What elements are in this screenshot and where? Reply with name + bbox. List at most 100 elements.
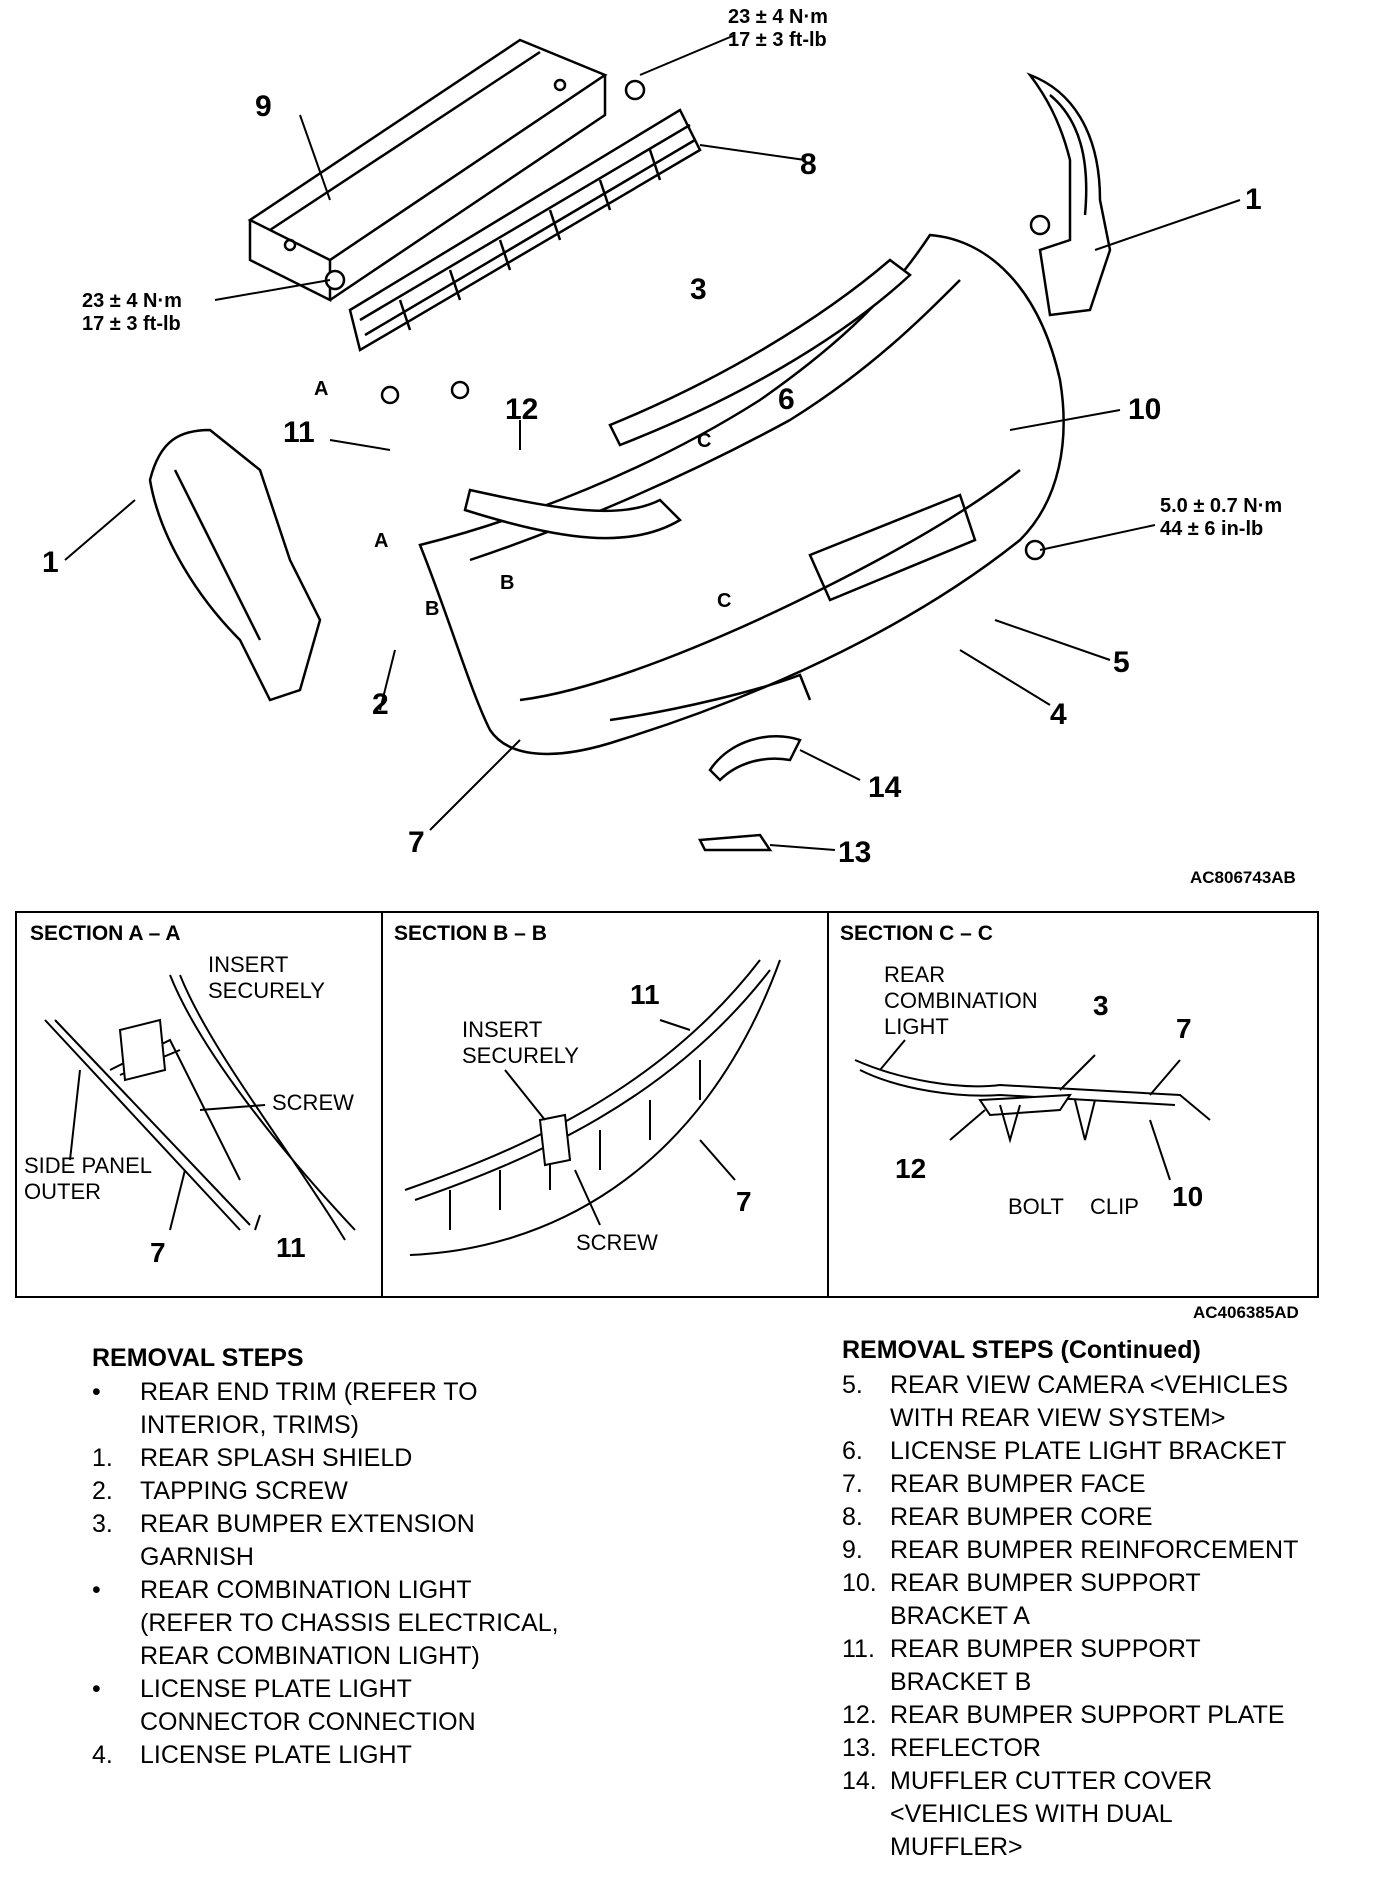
callout-13: 13: [838, 836, 872, 869]
callout-14: 14: [868, 771, 902, 804]
step-marker: 7.: [842, 1470, 863, 1498]
section-marker-a-bottom: A: [374, 530, 389, 552]
step-text: REFLECTOR: [890, 1734, 1041, 1762]
section-b-screw-label: SCREW: [576, 1230, 658, 1255]
step-text-cont: BRACKET B: [890, 1668, 1032, 1696]
section-marker-b-top: B: [500, 572, 515, 594]
figure-code-sections: AC406385AD: [1193, 1303, 1299, 1322]
section-c-callout-3: 3: [1093, 990, 1109, 1021]
section-c-rear-light-label: REAR COMBINATION LIGHT: [884, 962, 1038, 1040]
step-text: REAR BUMPER SUPPORT: [890, 1569, 1201, 1597]
callout-11: 11: [283, 416, 315, 449]
step-text: TAPPING SCREW: [140, 1477, 348, 1505]
section-marker-a-top: A: [314, 378, 329, 400]
step-text-cont: GARNISH: [140, 1543, 254, 1571]
section-a-insert-line-2: SECURELY: [208, 978, 325, 1003]
step-text: REAR BUMPER EXTENSION: [140, 1510, 475, 1538]
callout-2: 2: [372, 688, 389, 721]
right-splash-shield-drawing: [1026, 72, 1112, 317]
section-a-side-panel-label: SIDE PANEL OUTER: [24, 1153, 152, 1205]
section-c-callout-7: 7: [1176, 1013, 1192, 1044]
section-b-title: SECTION B – B: [394, 922, 547, 945]
muffler-cutter-cover-drawing: [708, 735, 802, 782]
step-marker: 1.: [92, 1444, 113, 1472]
torque-right: 5.0 ± 0.7 N·m 44 ± 6 in-lb: [1160, 495, 1282, 541]
step-text-cont: <VEHICLES WITH DUAL: [890, 1800, 1173, 1828]
section-b-insert-line-2: SECURELY: [462, 1043, 579, 1068]
step-text-cont: BRACKET A: [890, 1602, 1030, 1630]
section-c-rear-line-1: REAR: [884, 962, 946, 987]
torque-top-metric: 23 ± 4 N·m: [728, 6, 828, 28]
section-marker-b-bottom: B: [425, 598, 440, 620]
step-9: 9.REAR BUMPER REINFORCEMENT: [842, 1534, 1298, 1567]
callout-6: 6: [778, 383, 795, 416]
torque-left-metric: 23 ± 4 N·m: [82, 290, 182, 312]
step-marker: •: [92, 1675, 101, 1703]
step-text: LICENSE PLATE LIGHT BRACKET: [890, 1437, 1287, 1465]
step-text: MUFFLER CUTTER COVER: [890, 1767, 1213, 1795]
callout-7: 7: [408, 826, 425, 859]
step-marker: 8.: [842, 1503, 863, 1531]
step-marker: 6.: [842, 1437, 863, 1465]
step-text-cont: REAR COMBINATION LIGHT): [140, 1642, 480, 1670]
step-6: 6. LICENSE PLATE LIGHT BRACKET: [842, 1435, 1298, 1468]
step-license-plate-connector: • LICENSE PLATE LIGHT CONNECTOR CONNECTION: [92, 1673, 559, 1739]
section-a-art: [44, 974, 356, 1241]
section-c-callout-12: 12: [895, 1153, 927, 1184]
torque-right-metric: 5.0 ± 0.7 N·m: [1160, 495, 1283, 517]
step-13: 13. REFLECTOR: [842, 1732, 1298, 1765]
step-text-cont: CONNECTOR CONNECTION: [140, 1708, 476, 1736]
step-text: REAR SPLASH SHIELD: [140, 1444, 413, 1472]
section-a-title: SECTION A – A: [30, 922, 181, 945]
callout-1-left: 1: [42, 546, 59, 579]
step-text: LICENSE PLATE LIGHT: [140, 1675, 412, 1703]
step-text-cont: MUFFLER>: [890, 1833, 1023, 1861]
section-marker-c-bottom: C: [717, 590, 732, 612]
callout-5: 5: [1113, 646, 1130, 679]
section-a-callout-7: 7: [150, 1237, 166, 1268]
rear-bumper-core-drawing: [348, 108, 702, 352]
step-text: REAR BUMPER CORE: [890, 1503, 1153, 1531]
callout-12: 12: [505, 393, 539, 426]
step-marker: 13.: [842, 1734, 877, 1762]
torque-top-imperial: 17 ± 3 ft-lb: [728, 29, 827, 51]
step-2: 2. TAPPING SCREW: [92, 1475, 559, 1508]
step-10: 10. REAR BUMPER SUPPORT BRACKET A: [842, 1567, 1298, 1633]
section-c-bolt-label: BOLT: [1008, 1194, 1064, 1219]
step-marker: •: [92, 1576, 101, 1604]
step-text-cont: WITH REAR VIEW SYSTEM>: [890, 1404, 1226, 1432]
section-marker-c-top: C: [697, 430, 712, 452]
torque-top: 23 ± 4 N·m 17 ± 3 ft-lb: [728, 6, 828, 52]
leader-lines: [64, 34, 1241, 851]
step-text: REAR VIEW CAMERA <VEHICLES: [890, 1371, 1289, 1399]
torque-left: 23 ± 4 N·m 17 ± 3 ft-lb: [82, 290, 182, 336]
section-b-callout-7: 7: [736, 1186, 752, 1217]
removal-steps-continued-title: REMOVAL STEPS (Continued): [842, 1336, 1201, 1364]
callout-3: 3: [690, 273, 707, 306]
step-marker: 10.: [842, 1569, 877, 1597]
step-marker: 2.: [92, 1477, 113, 1505]
step-marker: 4.: [92, 1741, 113, 1769]
step-text-cont: INTERIOR, TRIMS): [140, 1411, 359, 1439]
step-1: 1. REAR SPLASH SHIELD: [92, 1442, 559, 1475]
figure-code-top: AC806743AB: [1190, 868, 1296, 887]
step-marker: 12.: [842, 1701, 877, 1729]
step-text: REAR BUMPER SUPPORT PLATE: [890, 1701, 1285, 1729]
step-text-cont: (REFER TO CHASSIS ELECTRICAL,: [140, 1609, 559, 1637]
step-4: 4.LICENSE PLATE LIGHT: [92, 1739, 559, 1772]
callout-4: 4: [1050, 698, 1067, 731]
step-text: REAR COMBINATION LIGHT: [140, 1576, 472, 1604]
removal-steps-title: REMOVAL STEPS: [92, 1344, 304, 1372]
rear-bumper-reinforcement-drawing: [247, 38, 608, 303]
section-c-art: [854, 1039, 1211, 1181]
step-text: REAR BUMPER FACE: [890, 1470, 1146, 1498]
section-c-title: SECTION C – C: [840, 922, 993, 945]
exploded-view-diagram: [64, 34, 1241, 852]
callout-1-right: 1: [1245, 183, 1262, 216]
torque-left-imperial: 17 ± 3 ft-lb: [82, 313, 181, 335]
reflector-drawing: [698, 833, 773, 852]
